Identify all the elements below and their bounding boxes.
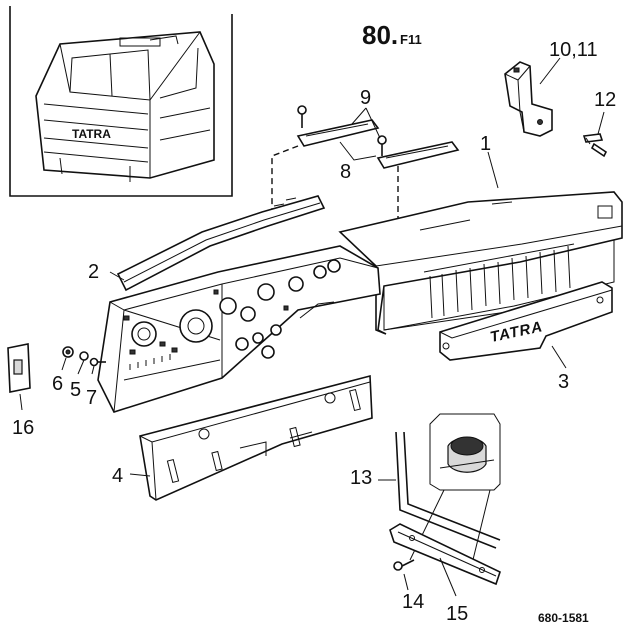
part-screw-12 xyxy=(582,133,608,158)
callout-12: 12 xyxy=(594,89,616,111)
leader-10-11 xyxy=(539,57,561,85)
part-washer-5 xyxy=(79,351,89,361)
part-screw-14 xyxy=(393,559,415,571)
callout-14: 14 xyxy=(402,591,424,613)
leader-9 xyxy=(351,107,381,139)
callout-4: 4 xyxy=(112,465,123,487)
callout-5: 5 xyxy=(70,379,81,401)
inset-frame xyxy=(9,6,233,197)
leader-2 xyxy=(109,271,125,281)
callout-10-11: 10,11 xyxy=(549,39,598,61)
part-handle-left-8 xyxy=(296,119,380,147)
part-lower-panel-4 xyxy=(139,374,373,501)
part-brand-plate-3: TATRA xyxy=(439,281,613,361)
callout-7: 7 xyxy=(86,387,97,409)
leader-12 xyxy=(597,111,605,135)
instrument-panel xyxy=(97,245,381,413)
callout-1: 1 xyxy=(480,133,491,155)
callout-16: 16 xyxy=(12,417,34,439)
callout-9: 9 xyxy=(360,87,371,109)
cab-brand: TATRA xyxy=(72,127,111,141)
part-plate-16 xyxy=(7,343,31,393)
part-nut-6 xyxy=(62,346,74,358)
part-screw-9 xyxy=(297,105,387,156)
cab-inset: TATRA xyxy=(9,6,233,197)
part-edge-trim-13 xyxy=(395,431,501,549)
leader-4 xyxy=(129,473,151,477)
leader-3 xyxy=(551,345,567,369)
leader-16 xyxy=(19,393,23,411)
leader-14 xyxy=(403,573,409,591)
leader-5 xyxy=(77,359,85,375)
part-handle-right-8 xyxy=(376,141,460,169)
callout-3: 3 xyxy=(558,371,569,393)
part-screw-7 xyxy=(89,357,106,367)
callout-2: 2 xyxy=(88,261,99,283)
leader-6 xyxy=(61,357,67,371)
dashed-guide-left xyxy=(271,145,299,210)
leader-1 xyxy=(487,151,499,189)
callout-6: 6 xyxy=(52,373,63,395)
truck-cab: TATRA xyxy=(35,31,215,182)
part-dashboard-cover-1 xyxy=(338,191,623,335)
section-code: F11 xyxy=(400,32,422,47)
callout-13: 13 xyxy=(350,467,372,489)
leader-8 xyxy=(339,141,377,161)
part-top-strip-2 xyxy=(116,195,326,292)
page-number: 80. xyxy=(362,20,398,50)
part-lower-rail-15 xyxy=(389,523,501,586)
leader-15 xyxy=(439,557,457,597)
part-bracket-10-11 xyxy=(504,61,553,137)
drawing-reference: 680-1581 xyxy=(538,611,589,625)
leader-7 xyxy=(91,365,95,375)
callout-8: 8 xyxy=(340,161,351,183)
callout-15: 15 xyxy=(446,603,468,625)
